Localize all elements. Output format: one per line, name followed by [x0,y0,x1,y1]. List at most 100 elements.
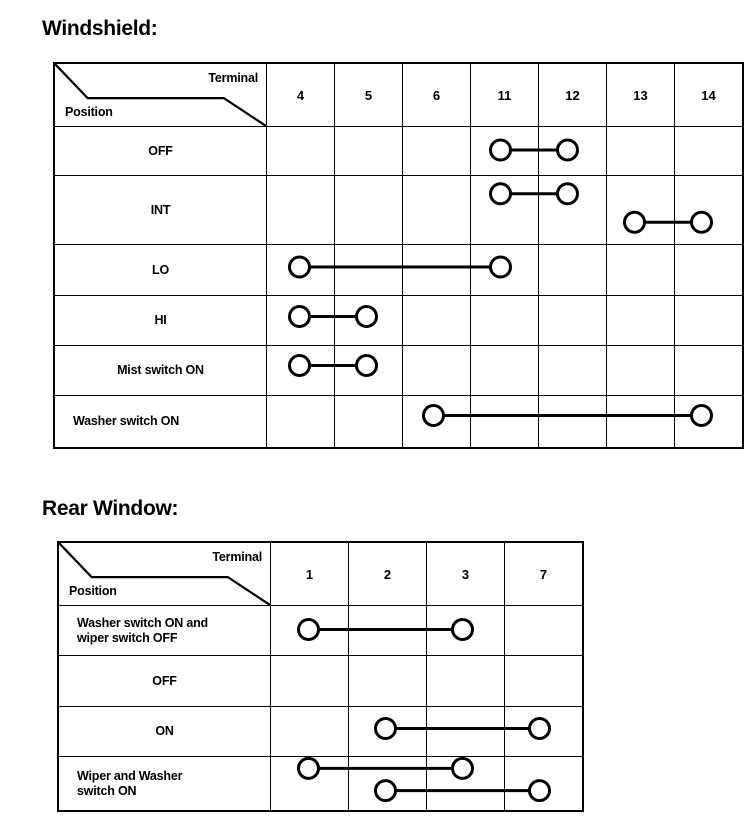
continuity-cell-7 [504,655,584,707]
position-axis-label: Position [69,584,117,598]
continuity-cell-6 [402,126,471,176]
continuity-cell-14 [674,244,744,296]
terminal-header-2: 2 [348,541,427,606]
continuity-cell-12 [538,126,607,176]
terminal-header-6: 6 [402,62,471,127]
continuity-cell-13 [606,345,675,396]
position-label-cell: HI [53,295,267,346]
continuity-cell-6 [402,244,471,296]
terminal-header-11: 11 [470,62,539,127]
position-label-cell: Mist switch ON [53,345,267,396]
terminal-header-14: 14 [674,62,744,127]
continuity-cell-14 [674,175,744,245]
continuity-cell-5 [334,395,403,449]
position-label-cell: OFF [57,655,271,707]
continuity-cell-13 [606,295,675,346]
position-label-cell: INT [53,175,267,245]
terminal-axis-label: Terminal [212,550,262,564]
continuity-cell-14 [674,295,744,346]
continuity-cell-12 [538,244,607,296]
continuity-cell-2 [348,756,427,812]
continuity-cell-3 [426,605,505,656]
continuity-cell-5 [334,244,403,296]
continuity-cell-12 [538,345,607,396]
continuity-cell-7 [504,706,584,757]
continuity-cell-13 [606,395,675,449]
continuity-cell-4 [266,395,335,449]
corner-diagonal-divider [59,543,270,605]
terminal-header-12: 12 [538,62,607,127]
continuity-cell-12 [538,175,607,245]
terminal-axis-label: Terminal [208,71,258,85]
continuity-cell-6 [402,395,471,449]
terminal-header-7: 7 [504,541,584,606]
continuity-cell-11 [470,244,539,296]
continuity-cell-4 [266,295,335,346]
page-title-windshield: Windshield: [42,17,158,40]
terminal-header-3: 3 [426,541,505,606]
terminal-header-13: 13 [606,62,675,127]
terminal-header-1: 1 [270,541,349,606]
continuity-cell-12 [538,295,607,346]
continuity-cell-6 [402,175,471,245]
continuity-cell-7 [504,756,584,812]
continuity-cell-3 [426,655,505,707]
continuity-cell-6 [402,345,471,396]
table-row: INT [53,175,744,245]
table-row: OFF [53,126,744,176]
continuity-cell-3 [426,706,505,757]
corner-diagonal-divider [55,64,266,126]
continuity-cell-12 [538,395,607,449]
table-row: Mist switch ON [53,345,744,396]
position-label-cell: Washer switch ON [53,395,267,449]
continuity-cell-13 [606,175,675,245]
continuity-cell-4 [266,175,335,245]
continuity-cell-5 [334,345,403,396]
continuity-cell-1 [270,706,349,757]
table-row: OFF [57,655,584,707]
continuity-cell-2 [348,655,427,707]
continuity-cell-14 [674,126,744,176]
continuity-cell-13 [606,244,675,296]
continuity-cell-2 [348,605,427,656]
continuity-cell-14 [674,395,744,449]
continuity-cell-2 [348,706,427,757]
position-label-cell: ON [57,706,271,757]
table-row: LO [53,244,744,296]
table-row: HI [53,295,744,346]
continuity-cell-1 [270,756,349,812]
continuity-cell-5 [334,295,403,346]
continuity-cell-4 [266,126,335,176]
position-label-cell: LO [53,244,267,296]
continuity-cell-4 [266,244,335,296]
position-label-cell: OFF [53,126,267,176]
continuity-cell-1 [270,655,349,707]
continuity-cell-6 [402,295,471,346]
continuity-cell-1 [270,605,349,656]
continuity-cell-11 [470,395,539,449]
continuity-cell-4 [266,345,335,396]
continuity-cell-11 [470,345,539,396]
continuity-cell-13 [606,126,675,176]
table-row: ON [57,706,584,757]
continuity-cell-14 [674,345,744,396]
continuity-cell-11 [470,126,539,176]
continuity-cell-11 [470,295,539,346]
continuity-cell-11 [470,175,539,245]
table-row: Washer switch ON [53,395,744,449]
terminal-header-4: 4 [266,62,335,127]
terminal-header-5: 5 [334,62,403,127]
continuity-cell-5 [334,126,403,176]
